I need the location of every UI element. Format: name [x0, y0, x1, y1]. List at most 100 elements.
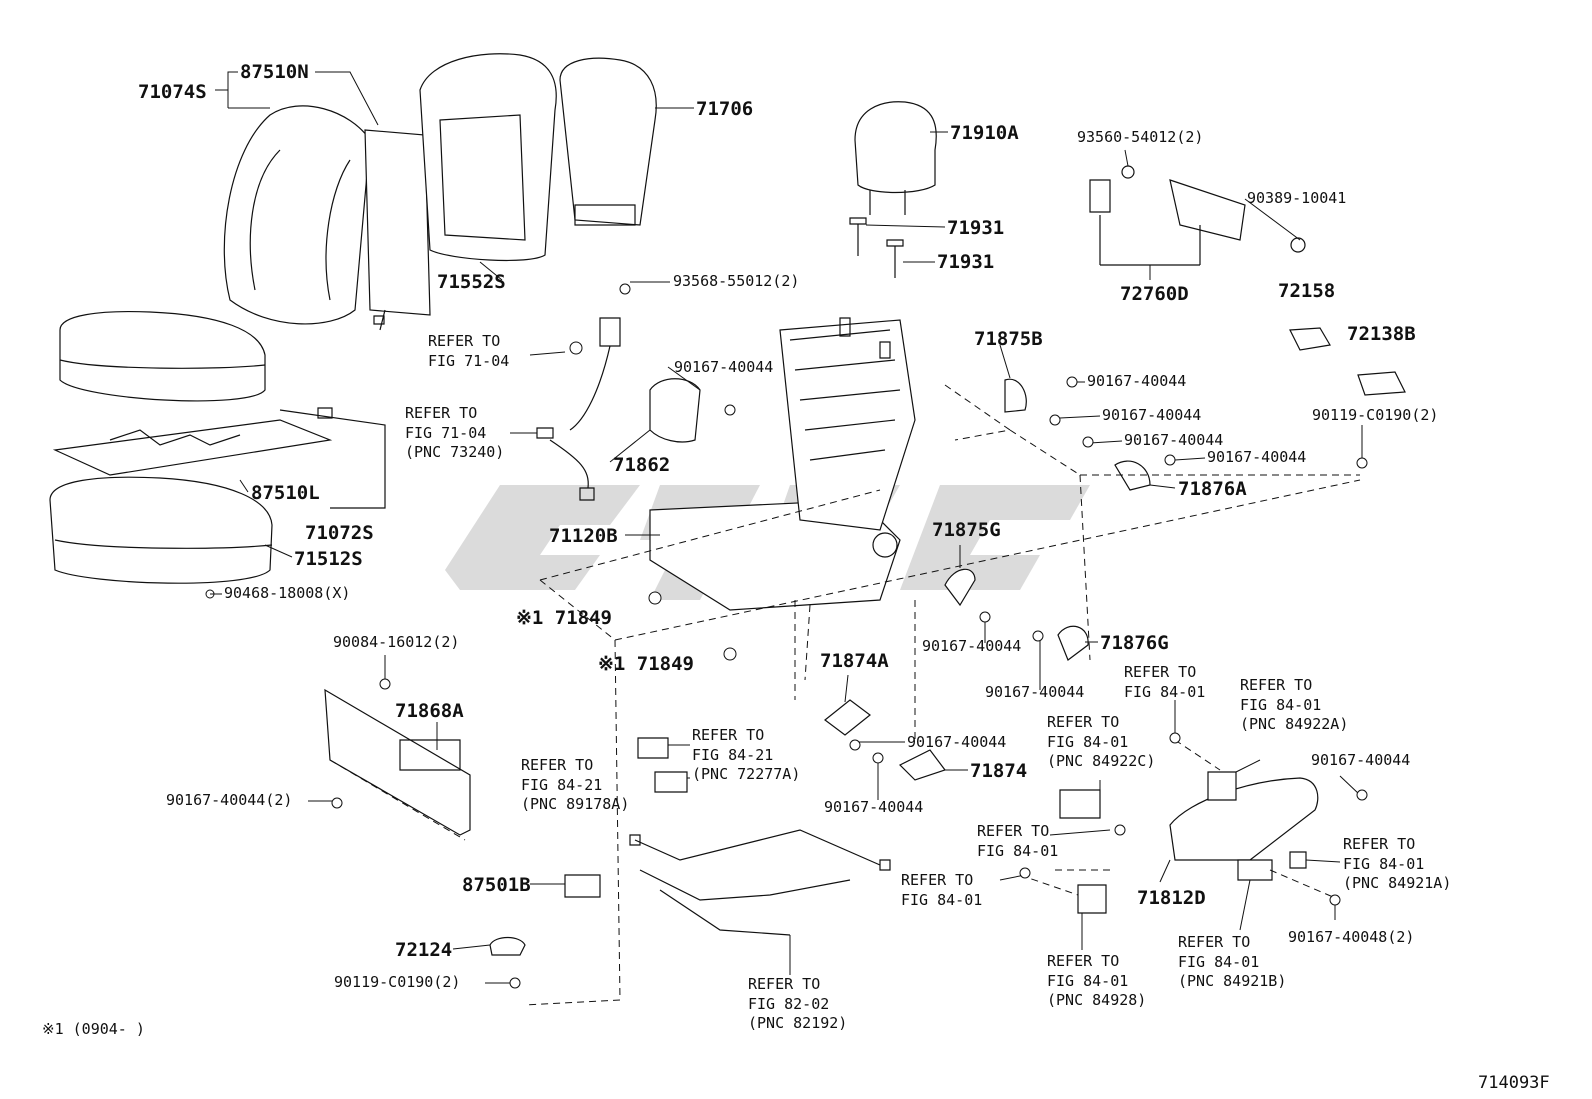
fastener-number-label: 93560-54012(2) [1077, 128, 1204, 146]
part-number-label: 72124 [395, 939, 453, 961]
refer-to-line: REFER TO [1343, 835, 1416, 853]
part-number-label: 87510L [251, 482, 320, 504]
part-number-label: 87501B [462, 874, 531, 896]
fastener-number-label: 90167-40044 [1207, 448, 1307, 466]
refer-to-line: FIG 84-01 [1343, 854, 1425, 873]
part-number-label: 71874A [820, 650, 889, 672]
fastener-number-label: 90084-16012(2) [333, 633, 460, 651]
fastener-number-label: 90167-40044 [1311, 751, 1411, 769]
fastener-number-label: 90167-40044 [674, 358, 774, 376]
part-number-label: 87510N [240, 61, 309, 83]
refer-to-line: FIG 84-01 [1124, 682, 1206, 701]
part-number-label: 71552S [437, 271, 506, 293]
part-number-label: 71910A [950, 122, 1019, 144]
refer-to-line: FIG 82-02 [748, 994, 830, 1013]
part-number-label: 71876A [1178, 478, 1247, 500]
part-number-label: 71120B [549, 525, 618, 547]
part-number-label: 71931 [947, 217, 1005, 239]
part-number-label: 71931 [937, 251, 995, 273]
refer-to-line: (PNC 89178A) [521, 795, 630, 813]
fastener-number-label: 90167-40044 [1087, 372, 1187, 390]
fastener-number-label: 90167-40048(2) [1288, 928, 1415, 946]
refer-to-line: FIG 84-01 [1047, 732, 1129, 751]
refer-to-line: FIG 84-21 [521, 775, 603, 794]
refer-to-line: (PNC 84921B) [1178, 972, 1287, 990]
refer-to-line: FIG 84-01 [1240, 695, 1322, 714]
figure-code: 714093F [1478, 1073, 1550, 1093]
refer-to-line: REFER TO [977, 822, 1050, 840]
line-art [50, 54, 1405, 955]
part-number-label: 71868A [395, 700, 464, 722]
leader-lines [210, 72, 1362, 983]
part-number-label: 71072S [305, 522, 374, 544]
fastener-number-label: 90119-C0190(2) [1312, 406, 1439, 424]
part-number-label: 71874 [970, 760, 1028, 782]
refer-to-line: FIG 71-04 [428, 351, 510, 370]
refer-to-line: FIG 84-01 [901, 890, 983, 909]
fasteners [206, 284, 1367, 988]
refer-to-line: FIG 71-04 [405, 423, 487, 442]
fastener-number-label: 90167-40044 [1102, 406, 1202, 424]
refer-to-line: REFER TO [748, 975, 821, 993]
refer-to-line: REFER TO [1047, 952, 1120, 970]
refer-to-line: FIG 84-01 [1047, 971, 1129, 990]
part-number-label: 71875G [932, 519, 1001, 541]
refer-to-line: FIG 84-01 [1178, 952, 1260, 971]
refer-to-line: (PNC 72277A) [692, 765, 801, 783]
assembly-dashed-lines [330, 385, 1360, 1005]
refer-to-line: REFER TO [521, 756, 594, 774]
part-number-label: 71876G [1100, 632, 1169, 654]
fastener-number-label: 90167-40044 [985, 683, 1085, 701]
part-number-label: 71074S [138, 81, 207, 103]
refer-to-line: (PNC 73240) [405, 443, 505, 461]
refer-to-line: (PNC 82192) [748, 1014, 848, 1032]
refer-to-line: REFER TO [1124, 663, 1197, 681]
refer-to-line: REFER TO [1240, 676, 1313, 694]
refer-to-line: REFER TO [1047, 713, 1120, 731]
fastener-number-label: 90119-C0190(2) [334, 973, 461, 991]
refer-to-line: REFER TO [901, 871, 974, 889]
fastener-number-label: 90167-40044(2) [166, 791, 293, 809]
fastener-number-label: 90468-18008(X) [224, 584, 351, 602]
part-number-label: 72760D [1120, 283, 1189, 305]
fastener-number-label: 90167-40044 [922, 637, 1022, 655]
refer-to-line: REFER TO [1178, 933, 1251, 951]
part-number-label: 72138B [1347, 323, 1416, 345]
part-number-label: 71875B [974, 328, 1043, 350]
refer-to-line: (PNC 84922C) [1047, 752, 1156, 770]
footnote: ※1 (0904- ) [42, 1020, 145, 1038]
fastener-number-label: 90167-40044 [824, 798, 924, 816]
refer-to-line: (PNC 84921A) [1343, 874, 1452, 892]
refer-to-line: FIG 84-01 [977, 841, 1059, 860]
fastener-number-label: 93568-55012(2) [673, 272, 800, 290]
part-number-label: 72158 [1278, 280, 1336, 302]
refer-to-line: (PNC 84922A) [1240, 715, 1349, 733]
part-number-label: ※1 71849 [516, 607, 612, 629]
refer-to-line: FIG 84-21 [692, 745, 774, 764]
refer-to-line: REFER TO [405, 404, 478, 422]
fastener-number-label: 90167-40044 [907, 733, 1007, 751]
refer-to-line: REFER TO [692, 726, 765, 744]
part-number-label: 71512S [294, 548, 363, 570]
part-number-label: 71812D [1137, 887, 1206, 909]
fastener-number-label: 90167-40044 [1124, 431, 1224, 449]
refer-to-line: REFER TO [428, 332, 501, 350]
part-number-label: 71706 [696, 98, 754, 120]
part-number-label: 71862 [613, 454, 671, 476]
fastener-number-label: 90389-10041 [1247, 189, 1347, 207]
refer-to-line: (PNC 84928) [1047, 991, 1147, 1009]
